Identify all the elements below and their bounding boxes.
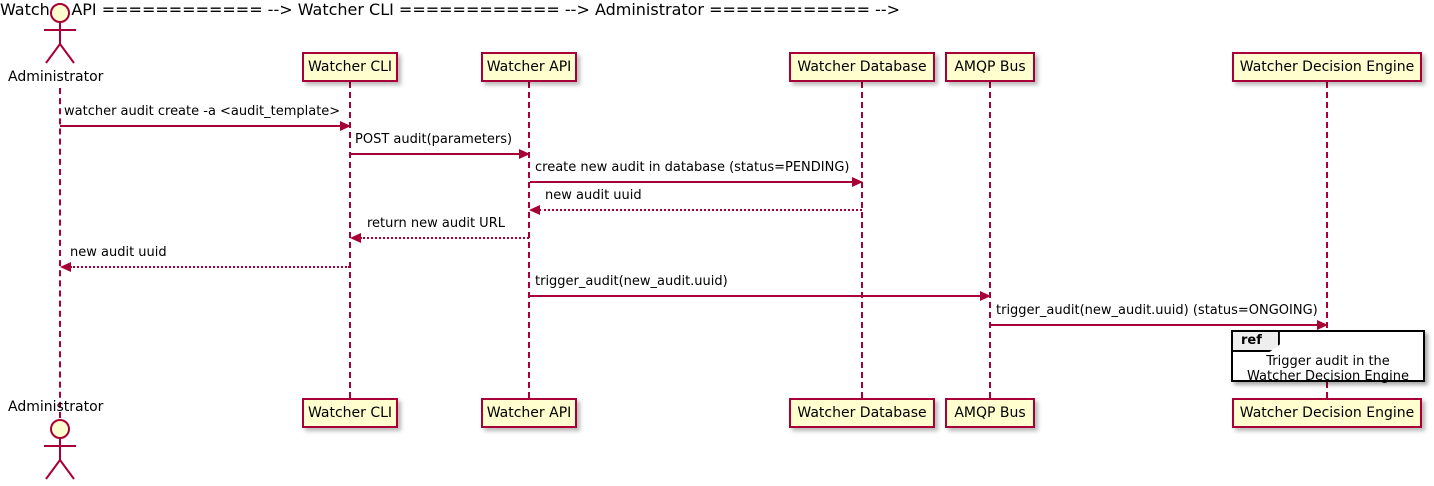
message-line-2 [350, 153, 521, 155]
ref-fragment-line-1: Trigger audit in the [1266, 354, 1390, 369]
message-arrowhead-7 [980, 291, 991, 301]
message-label-6: new audit uuid [70, 245, 167, 260]
message-label-1: watcher audit create -a <audit_template> [64, 104, 341, 119]
lifeline-watcher-api [528, 82, 530, 398]
participant-amqp-bus-top[interactable]: AMQP Bus [945, 52, 1035, 82]
ref-fragment-body: Trigger audit in the Watcher Decision En… [1233, 354, 1423, 384]
message-arrowhead-8 [1317, 320, 1328, 330]
actor-administrator-top [32, 2, 88, 66]
actor-label-administrator-top: Administrator [8, 69, 104, 85]
actor-stick-figure-icon [44, 419, 76, 480]
lifeline-watcher-database [861, 82, 863, 398]
participant-watcher-api-bottom[interactable]: Watcher API [481, 398, 577, 428]
message-arrowhead-6 [60, 262, 71, 272]
actor-label-administrator-bottom: Administrator [8, 399, 104, 415]
message-line-6 [70, 266, 350, 268]
message-label-7: trigger_audit(new_audit.uuid) [535, 274, 728, 289]
message-label-2: POST audit(parameters) [355, 132, 513, 147]
participant-watcher-cli-top[interactable]: Watcher CLI [302, 52, 398, 82]
message-line-3 [530, 181, 854, 183]
ref-fragment-tab-label: ref [1233, 332, 1280, 352]
message-line-8 [991, 324, 1319, 326]
lifeline-amqp-bus [989, 82, 991, 398]
ref-fragment-line-2: Watcher Decision Engine [1247, 369, 1409, 384]
message-arrowhead-5 [350, 233, 361, 243]
participant-watcher-api-top[interactable]: Watcher API [481, 52, 577, 82]
message-arrowhead-2 [519, 149, 530, 159]
message-arrowhead-4 [529, 205, 540, 215]
ref-fragment-trigger-audit: ref Trigger audit in the Watcher Decisio… [1231, 330, 1425, 384]
message-line-1 [60, 125, 342, 127]
lifeline-administrator [59, 88, 61, 418]
participant-watcher-decision-engine-bottom[interactable]: Watcher Decision Engine [1232, 398, 1422, 428]
message-label-4: new audit uuid [545, 188, 642, 203]
message-arrowhead-1 [340, 121, 351, 131]
message-arrowhead-3 [852, 177, 863, 187]
participant-watcher-cli-bottom[interactable]: Watcher CLI [302, 398, 398, 428]
participant-watcher-decision-engine-top[interactable]: Watcher Decision Engine [1232, 52, 1422, 82]
participant-amqp-bus-bottom[interactable]: AMQP Bus [945, 398, 1035, 428]
message-line-4 [539, 209, 862, 211]
actor-administrator-bottom [32, 418, 88, 482]
participant-watcher-database-top[interactable]: Watcher Database [789, 52, 935, 82]
lifeline-watcher-decision-engine [1326, 82, 1328, 398]
message-label-5: return new audit URL [367, 216, 505, 231]
message-line-7 [530, 295, 982, 297]
participant-watcher-database-bottom[interactable]: Watcher Database [789, 398, 935, 428]
message-label-3: create new audit in database (status=PEN… [535, 160, 850, 175]
message-label-8: trigger_audit(new_audit.uuid) (status=ON… [996, 303, 1318, 318]
actor-stick-figure-icon [44, 3, 76, 64]
message-line-5 [360, 237, 529, 239]
